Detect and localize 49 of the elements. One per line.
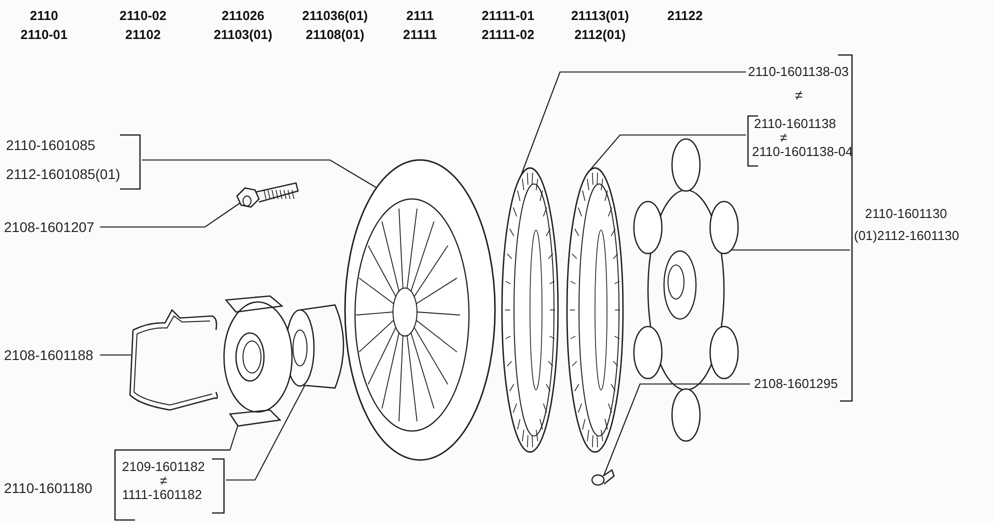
model-code: 2112(01) xyxy=(573,27,627,42)
leader-line xyxy=(100,354,131,356)
model-code: 21102 xyxy=(124,27,162,42)
model-code: 21113(01) xyxy=(570,8,630,23)
part-number: (01)2112-1601130 xyxy=(854,228,960,244)
part-number: 2110-1601138-03 xyxy=(748,64,849,80)
model-code: 2110-02 xyxy=(118,8,168,23)
screw-drawing xyxy=(591,468,615,486)
part-number: 2108-1601295 xyxy=(754,376,838,392)
leader-line xyxy=(226,384,306,481)
part-number: ≠ xyxy=(160,473,168,489)
leader-line xyxy=(100,202,240,228)
leader-line xyxy=(142,159,378,188)
part-number: 2110-1601180 xyxy=(4,480,92,496)
not-equal-sign: ≠ xyxy=(795,87,803,103)
model-code: 21108(01) xyxy=(304,27,366,42)
friction-disc-drawing xyxy=(566,167,624,453)
leader-line xyxy=(603,383,750,476)
release-bearing-housing-drawing xyxy=(223,295,293,427)
model-code: 21111-01 xyxy=(480,8,536,23)
pressure-plate-drawing xyxy=(344,159,496,461)
model-code: 2110 xyxy=(28,8,60,23)
part-number: 2110-1601138 xyxy=(754,116,836,132)
part-number: 2108-1601188 xyxy=(4,347,94,363)
model-code: 2111 xyxy=(405,8,435,23)
model-code: 2110-01 xyxy=(20,27,68,42)
part-number: 1111-1601182 xyxy=(122,487,202,503)
part-number: 2108-1601207 xyxy=(4,219,94,235)
part-number: 2110-1601085 xyxy=(6,137,96,153)
leader-line xyxy=(590,134,746,170)
model-code: 21111 xyxy=(402,27,438,42)
leader-line xyxy=(229,424,239,450)
leader-line xyxy=(519,71,746,178)
spring-clip-drawing xyxy=(129,309,218,411)
plate-disc-drawing xyxy=(501,167,559,453)
model-code: 211036(01) xyxy=(301,8,369,23)
model-code: 211026 xyxy=(220,8,266,23)
bolt-drawing xyxy=(236,182,299,208)
part-number: 2112-1601085(01) xyxy=(6,166,120,182)
part-number: 2110-1601138-04 xyxy=(752,144,853,160)
model-code: 21111-02 xyxy=(480,27,536,42)
callout xyxy=(746,114,850,166)
part-number: ≠ xyxy=(780,130,788,146)
driven-disc-drawing xyxy=(633,138,739,442)
model-code: 21122 xyxy=(666,8,704,23)
part-number: 2109-1601182 xyxy=(122,459,205,475)
model-code: 21103(01) xyxy=(212,27,274,42)
part-number: 2110-1601130 xyxy=(865,206,947,222)
leader-line xyxy=(731,249,850,251)
